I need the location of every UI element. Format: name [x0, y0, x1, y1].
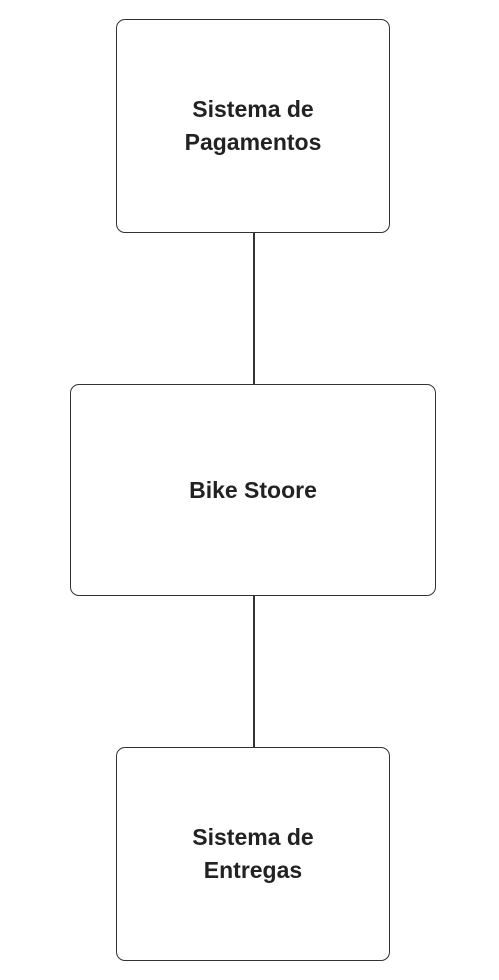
connector-store-deliveries — [253, 596, 255, 747]
node-payments-system[interactable]: Sistema de Pagamentos — [116, 19, 390, 233]
connector-payments-store — [253, 233, 255, 384]
node-deliveries-system[interactable]: Sistema de Entregas — [116, 747, 390, 961]
node-bike-store[interactable]: Bike Stoore — [70, 384, 436, 596]
node-bike-store-label: Bike Stoore — [189, 476, 317, 503]
node-payments-system-label: Sistema de Pagamentos — [184, 96, 322, 155]
node-deliveries-system-label: Sistema de Entregas — [192, 824, 314, 883]
